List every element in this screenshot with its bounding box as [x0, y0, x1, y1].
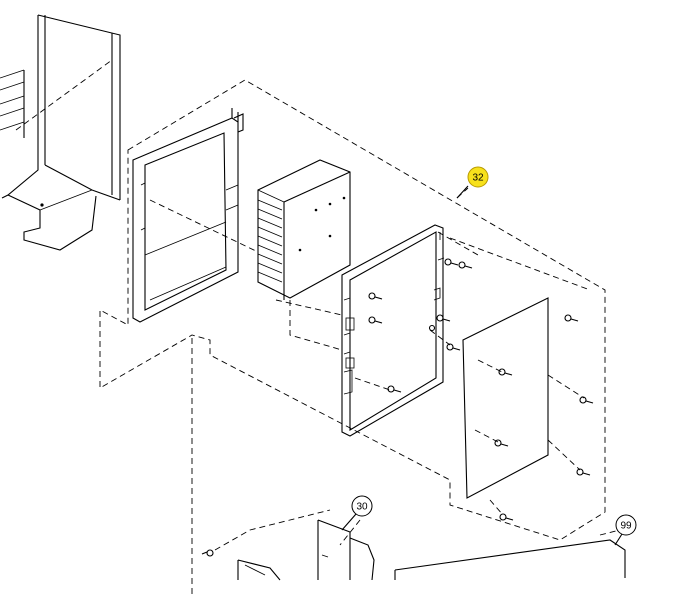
- screw: [428, 324, 436, 332]
- circuit-board: [341, 224, 445, 437]
- leader-lines: [15, 59, 621, 595]
- cover-plate: [462, 297, 549, 499]
- callout-99-label: 99: [620, 521, 632, 532]
- screw: [576, 468, 591, 476]
- lower-parts: [237, 519, 626, 581]
- callout-32-label: 32: [472, 173, 484, 184]
- screw: [436, 314, 451, 322]
- callout-99[interactable]: 99: [614, 514, 637, 546]
- assembly-boundary: [99, 79, 606, 541]
- screw: [387, 385, 402, 393]
- frame-plate: [132, 108, 244, 323]
- screw: [446, 343, 461, 351]
- screw: [458, 261, 473, 269]
- chassis-wall: [0, 14, 121, 251]
- screw: [498, 368, 513, 376]
- screw: [579, 396, 594, 404]
- screw: [564, 314, 579, 322]
- screw: [368, 316, 383, 324]
- screw: [368, 292, 383, 300]
- callout-32[interactable]: 32: [456, 166, 489, 199]
- screw: [201, 549, 214, 557]
- screw: [494, 439, 509, 447]
- callout-30-label: 30: [356, 502, 368, 513]
- callout-30[interactable]: 30: [341, 495, 373, 531]
- screws: [201, 258, 594, 557]
- screw: [444, 258, 459, 266]
- heat-sink: [257, 159, 351, 300]
- screw: [499, 513, 514, 521]
